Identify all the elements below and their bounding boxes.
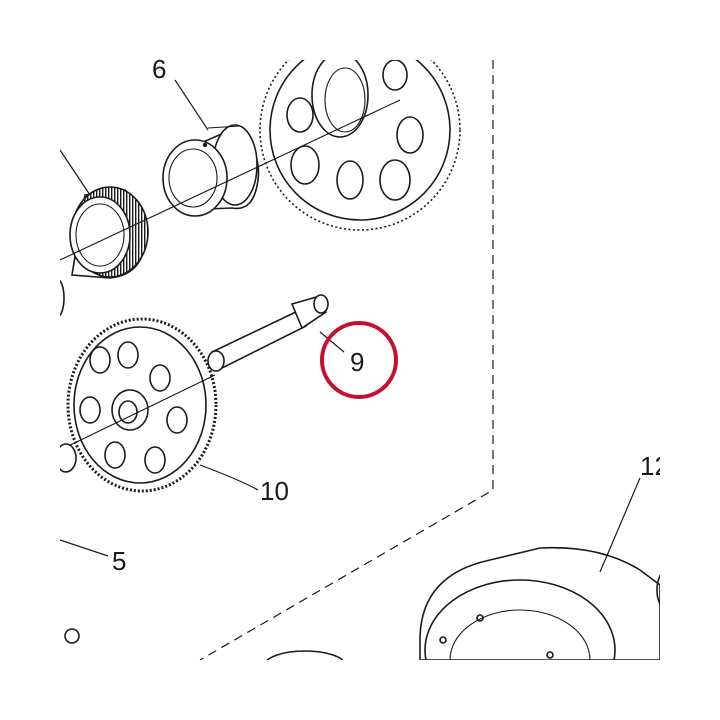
callout-5-top: 5 [46, 118, 60, 148]
callout-5: 5 [112, 546, 126, 576]
housing-part-12 [266, 546, 660, 660]
gear-part-10 [60, 317, 218, 493]
leader-line-10 [199, 464, 259, 491]
leader-line-5 [60, 539, 109, 557]
highlight-circle [320, 321, 398, 399]
assembly-boundary-dashed-line [199, 60, 494, 660]
shaft-part [207, 294, 329, 372]
sleeve-bushing-part [162, 124, 260, 217]
callout-6: 6 [152, 54, 166, 84]
leader-line-12 [599, 477, 641, 573]
leader-line-6 [174, 79, 209, 131]
needle-bearing-part [69, 186, 149, 279]
callout-9: 9 [350, 347, 364, 377]
leader-line-9 [319, 331, 345, 353]
callout-10: 10 [260, 476, 289, 506]
callout-12: 12 [640, 451, 669, 481]
leader-line-5-top [60, 149, 91, 196]
large-gear-upper [259, 60, 461, 231]
